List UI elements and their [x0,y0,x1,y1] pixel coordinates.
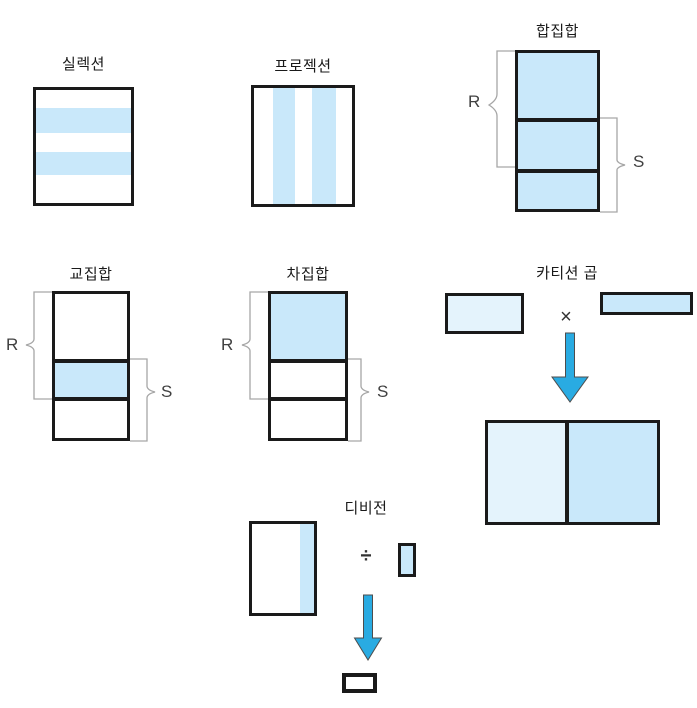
multiply-operator: × [560,306,572,328]
column-divider [565,423,569,522]
s-brace-icon [348,358,370,442]
division-divisor-box [398,543,416,577]
r-brace-icon [487,50,515,168]
cartesian-result-box [485,420,660,525]
r-brace-icon [241,291,268,400]
cartesian-product-title: 카티션 곱 [536,265,598,282]
row-divider [55,397,127,401]
projected-column-stripe [273,88,295,204]
arrow-down-icon [551,332,589,403]
division-column-stripe [300,524,314,613]
r-brace-icon [25,291,52,400]
selection-title: 실렉션 [62,56,105,73]
division-title: 디비전 [344,500,388,517]
arrow-down-icon [353,594,383,661]
selected-row-stripe [36,152,131,175]
selected-row-stripe [36,108,131,133]
row-divider [518,118,597,122]
division-dividend-box [249,521,317,616]
s-brace-icon [600,117,626,213]
intersection-relation-box [52,291,130,441]
projection-title: 프로젝션 [274,58,332,75]
difference-title: 차집합 [286,266,330,283]
relation-r-label: R [468,92,481,111]
row-divider [518,169,597,173]
divide-operator: ÷ [360,545,372,567]
difference-result-stripe [271,294,345,359]
cartesian-right-operand-box [600,292,693,315]
relation-s-label: S [633,152,645,171]
relation-s-label: S [377,382,389,401]
cartesian-result-right-half [569,423,657,522]
row-divider [271,397,345,401]
union-title: 합집합 [536,23,579,40]
difference-relation-box [268,291,348,441]
intersection-result-stripe [55,363,127,397]
projection-relation-box [251,85,355,207]
intersection-title: 교집합 [69,266,113,283]
row-divider [55,359,127,363]
relation-r-label: R [221,335,234,354]
selection-relation-box [33,87,134,206]
division-result-box [342,673,377,693]
relation-r-label: R [6,335,19,354]
relation-s-label: S [161,382,173,401]
row-divider [271,359,345,363]
cartesian-left-operand-box [445,293,524,334]
projected-column-stripe [312,88,336,204]
union-relation-box [515,50,600,212]
s-brace-icon [130,358,156,442]
